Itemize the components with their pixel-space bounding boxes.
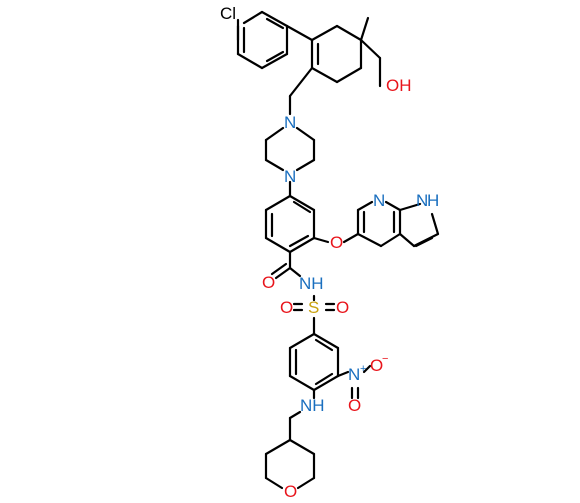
atom-oxane-o: O <box>284 482 297 501</box>
atom-amide-nh: NH <box>299 274 324 293</box>
atom-piperazine-n-bottom: N <box>284 167 296 186</box>
atom-hydroxyl: OH <box>386 76 412 95</box>
atom-sulfonyl-o-right: O <box>336 298 349 317</box>
atom-sulfur: S <box>308 298 319 317</box>
atom-amine-nh: NH <box>300 396 325 415</box>
atom-chlorine: Cl <box>220 4 236 23</box>
atom-nitro-o-minus: O <box>370 356 383 375</box>
atom-pyrrole-n: N <box>416 191 428 210</box>
atom-ether-o: O <box>330 233 343 252</box>
bond-lines <box>236 10 440 490</box>
atom-nitro-n-charge: + <box>360 363 366 375</box>
atom-sulfonyl-o-left: O <box>280 298 293 317</box>
atom-pyrrole-h: H <box>427 191 439 210</box>
atom-piperazine-n-top: N <box>284 113 296 132</box>
atom-labels: Cl OH N N N N H O O NH S O O N + O − O N… <box>220 4 439 501</box>
atom-nitro-o-charge: − <box>382 353 388 365</box>
atom-carbonyl-o: O <box>262 273 275 292</box>
atom-pyridine-n: N <box>373 191 385 210</box>
atom-nitro-n: N <box>348 365 360 384</box>
atom-nitro-o: O <box>348 396 361 415</box>
